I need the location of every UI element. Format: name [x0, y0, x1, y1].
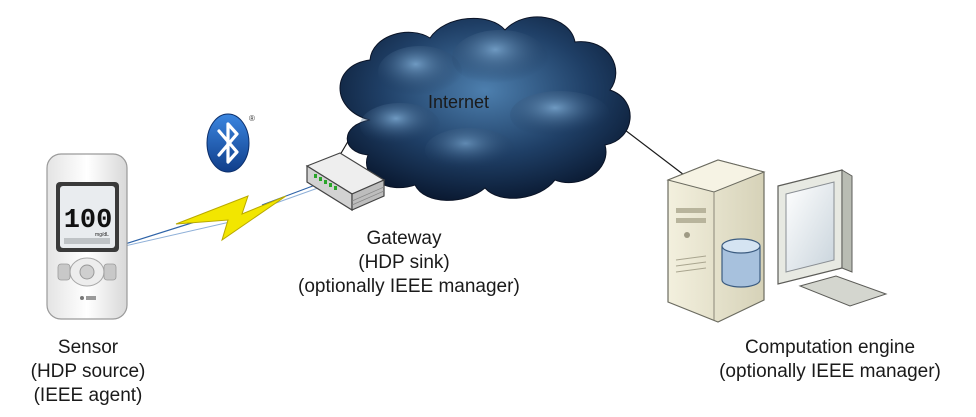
bluetooth-icon — [206, 113, 250, 173]
gateway-label: Gateway (HDP sink) (optionally IEEE mana… — [298, 227, 520, 299]
sensor-display-value: 100 — [64, 206, 113, 236]
internet-cloud — [339, 16, 631, 201]
lightning-bolt-icon — [175, 195, 287, 242]
sensor-display-unit: mg/dL — [95, 232, 109, 238]
database-icon — [721, 238, 761, 288]
gateway-device — [305, 152, 386, 212]
registered-mark: ® — [249, 114, 255, 123]
sensor-label-line-3: (IEEE agent) — [33, 385, 143, 406]
sensor-label-line-2: (HDP source) — [30, 361, 146, 382]
computer-device — [666, 159, 888, 323]
sensor-label: Sensor (HDP source) (IEEE agent) — [0, 336, 176, 408]
sensor-label-line-1: Sensor — [57, 337, 119, 358]
computation-label-line-2: (optionally IEEE manager) — [719, 361, 941, 382]
gateway-label-line-3: (optionally IEEE manager) — [298, 276, 520, 297]
computation-label: Computation engine (optionally IEEE mana… — [690, 336, 970, 384]
sensor-device: 100 mg/dL — [46, 153, 128, 320]
internet-label: Internet — [428, 92, 490, 112]
computation-label-line-1: Computation engine — [744, 337, 916, 358]
gateway-label-line-2: (HDP sink) — [358, 252, 450, 273]
gateway-label-line-1: Gateway — [366, 228, 442, 249]
